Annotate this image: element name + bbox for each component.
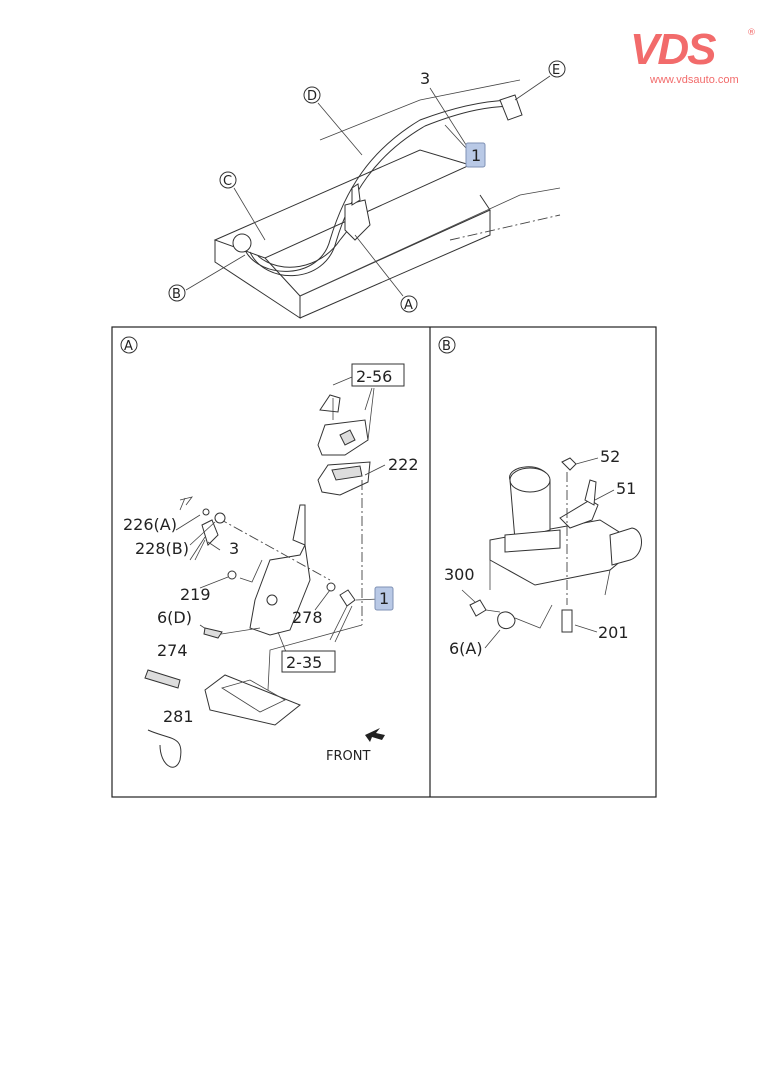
label-278: 278: [292, 608, 323, 627]
detail-frame: [111, 326, 657, 798]
label-219: 219: [180, 585, 211, 604]
label-3: 3: [229, 539, 239, 558]
label-281: 281: [163, 707, 194, 726]
panel-a-title: A: [124, 339, 133, 354]
logo-registered: ®: [747, 28, 756, 38]
part-1-a-text: 1: [379, 589, 389, 608]
vds-logo: VDS ® www.vdsauto.com: [630, 25, 758, 87]
part-1-highlight-top[interactable]: 1: [465, 142, 486, 168]
label-6a: 6(A): [449, 639, 483, 658]
callout-e-text: E: [552, 63, 560, 78]
callout-e: E: [548, 60, 566, 78]
front-label: FRONT: [326, 749, 370, 764]
label-300: 300: [444, 565, 475, 584]
part-1-text: 1: [471, 146, 481, 165]
logo-brand: VDS: [630, 25, 716, 74]
front-arrow-icon: [365, 728, 385, 742]
part-1-highlight-a[interactable]: 1: [374, 586, 394, 611]
callout-a-text: A: [404, 298, 413, 313]
callout-b-text: B: [172, 287, 181, 302]
label-226a: 226(A): [123, 515, 177, 534]
panel-b: B: [438, 336, 642, 649]
ref-2-56[interactable]: 2-56: [351, 363, 405, 387]
callout-c-text: C: [223, 174, 232, 189]
panel-b-title: B: [442, 339, 451, 354]
ref-2-56-text: 2-56: [356, 367, 392, 386]
label-6d: 6(D): [157, 608, 192, 627]
label-228b: 228(B): [135, 539, 189, 558]
callout-a: A: [400, 295, 418, 313]
ref-2-35[interactable]: 2-35: [281, 650, 336, 673]
label-52: 52: [600, 447, 620, 466]
label-cable-3: 3: [420, 69, 430, 88]
ref-2-35-text: 2-35: [286, 653, 322, 672]
callout-c: C: [219, 171, 237, 189]
callout-b: B: [168, 284, 186, 302]
label-222: 222: [388, 455, 419, 474]
label-201: 201: [598, 623, 629, 642]
panel-a: A: [120, 336, 386, 768]
logo-url: www.vdsauto.com: [650, 74, 739, 86]
label-51: 51: [616, 479, 636, 498]
overview-drawing: [185, 75, 561, 319]
label-274: 274: [157, 641, 188, 660]
callout-d: D: [303, 86, 321, 104]
callout-d-text: D: [307, 89, 317, 104]
